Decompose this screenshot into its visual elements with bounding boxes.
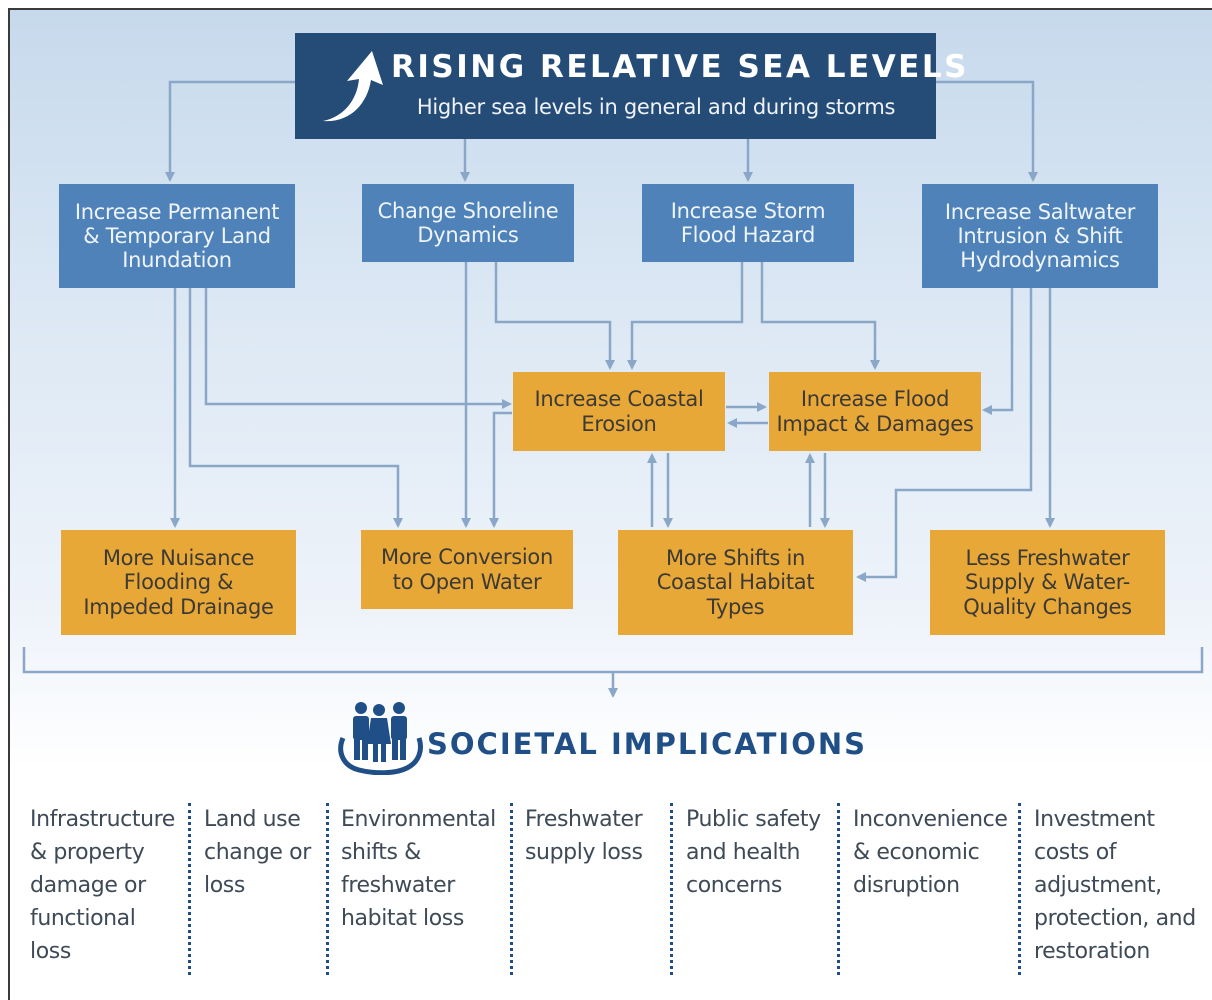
box-conversion-open-water: More Conversion to Open Water <box>361 530 573 609</box>
box-nuisance-flooding: More Nuisance Flooding & Impeded Drainag… <box>61 530 296 635</box>
column-divider <box>326 803 329 975</box>
implication-inconvenience: Inconvenience & economic disruption <box>853 807 1008 898</box>
column-divider <box>670 803 673 975</box>
box-saltwater-intrusion: Increase Saltwater Intrusion & Shift Hyd… <box>922 184 1158 288</box>
people-group-icon <box>338 702 423 775</box>
upward-curved-arrow-icon <box>323 51 383 122</box>
box-coastal-habitat-shifts: More Shifts in Coastal Habitat Types <box>618 530 853 635</box>
column-divider <box>837 803 840 975</box>
societal-implications-heading: SOCIETAL IMPLICATIONS <box>335 700 895 780</box>
box-freshwater-supply: Less Freshwater Supply & Water- Quality … <box>930 530 1165 635</box>
box-storm-flood-hazard: Increase Storm Flood Hazard <box>642 184 854 262</box>
column-divider <box>188 803 191 975</box>
implication-investment: Investment costs of adjustment, protecti… <box>1034 807 1196 964</box>
implication-land-use: Land use change or loss <box>204 807 311 898</box>
implication-infrastructure: Infrastructure & property damage or func… <box>30 807 175 964</box>
box-coastal-erosion: Increase Coastal Erosion <box>513 372 725 451</box>
box-shoreline-dynamics: Change Shoreline Dynamics <box>362 184 574 262</box>
implication-public-safety: Public safety and health concerns <box>686 807 821 898</box>
column-divider <box>1018 803 1021 975</box>
societal-title: SOCIETAL IMPLICATIONS <box>427 727 867 761</box>
column-divider <box>510 803 513 975</box>
rising-sea-levels-header: RISING RELATIVE SEA LEVELS Higher sea le… <box>295 33 969 139</box>
implication-environmental: Environmental shifts & freshwater habita… <box>341 807 496 931</box>
header-subtitle: Higher sea levels in general and during … <box>416 95 896 119</box>
box-flood-impact: Increase Flood Impact & Damages <box>769 372 981 451</box>
box-land-inundation: Increase Permanent & Temporary Land Inun… <box>59 184 295 288</box>
header-title: RISING RELATIVE SEA LEVELS <box>391 49 969 85</box>
implication-freshwater: Freshwater supply loss <box>525 807 643 865</box>
